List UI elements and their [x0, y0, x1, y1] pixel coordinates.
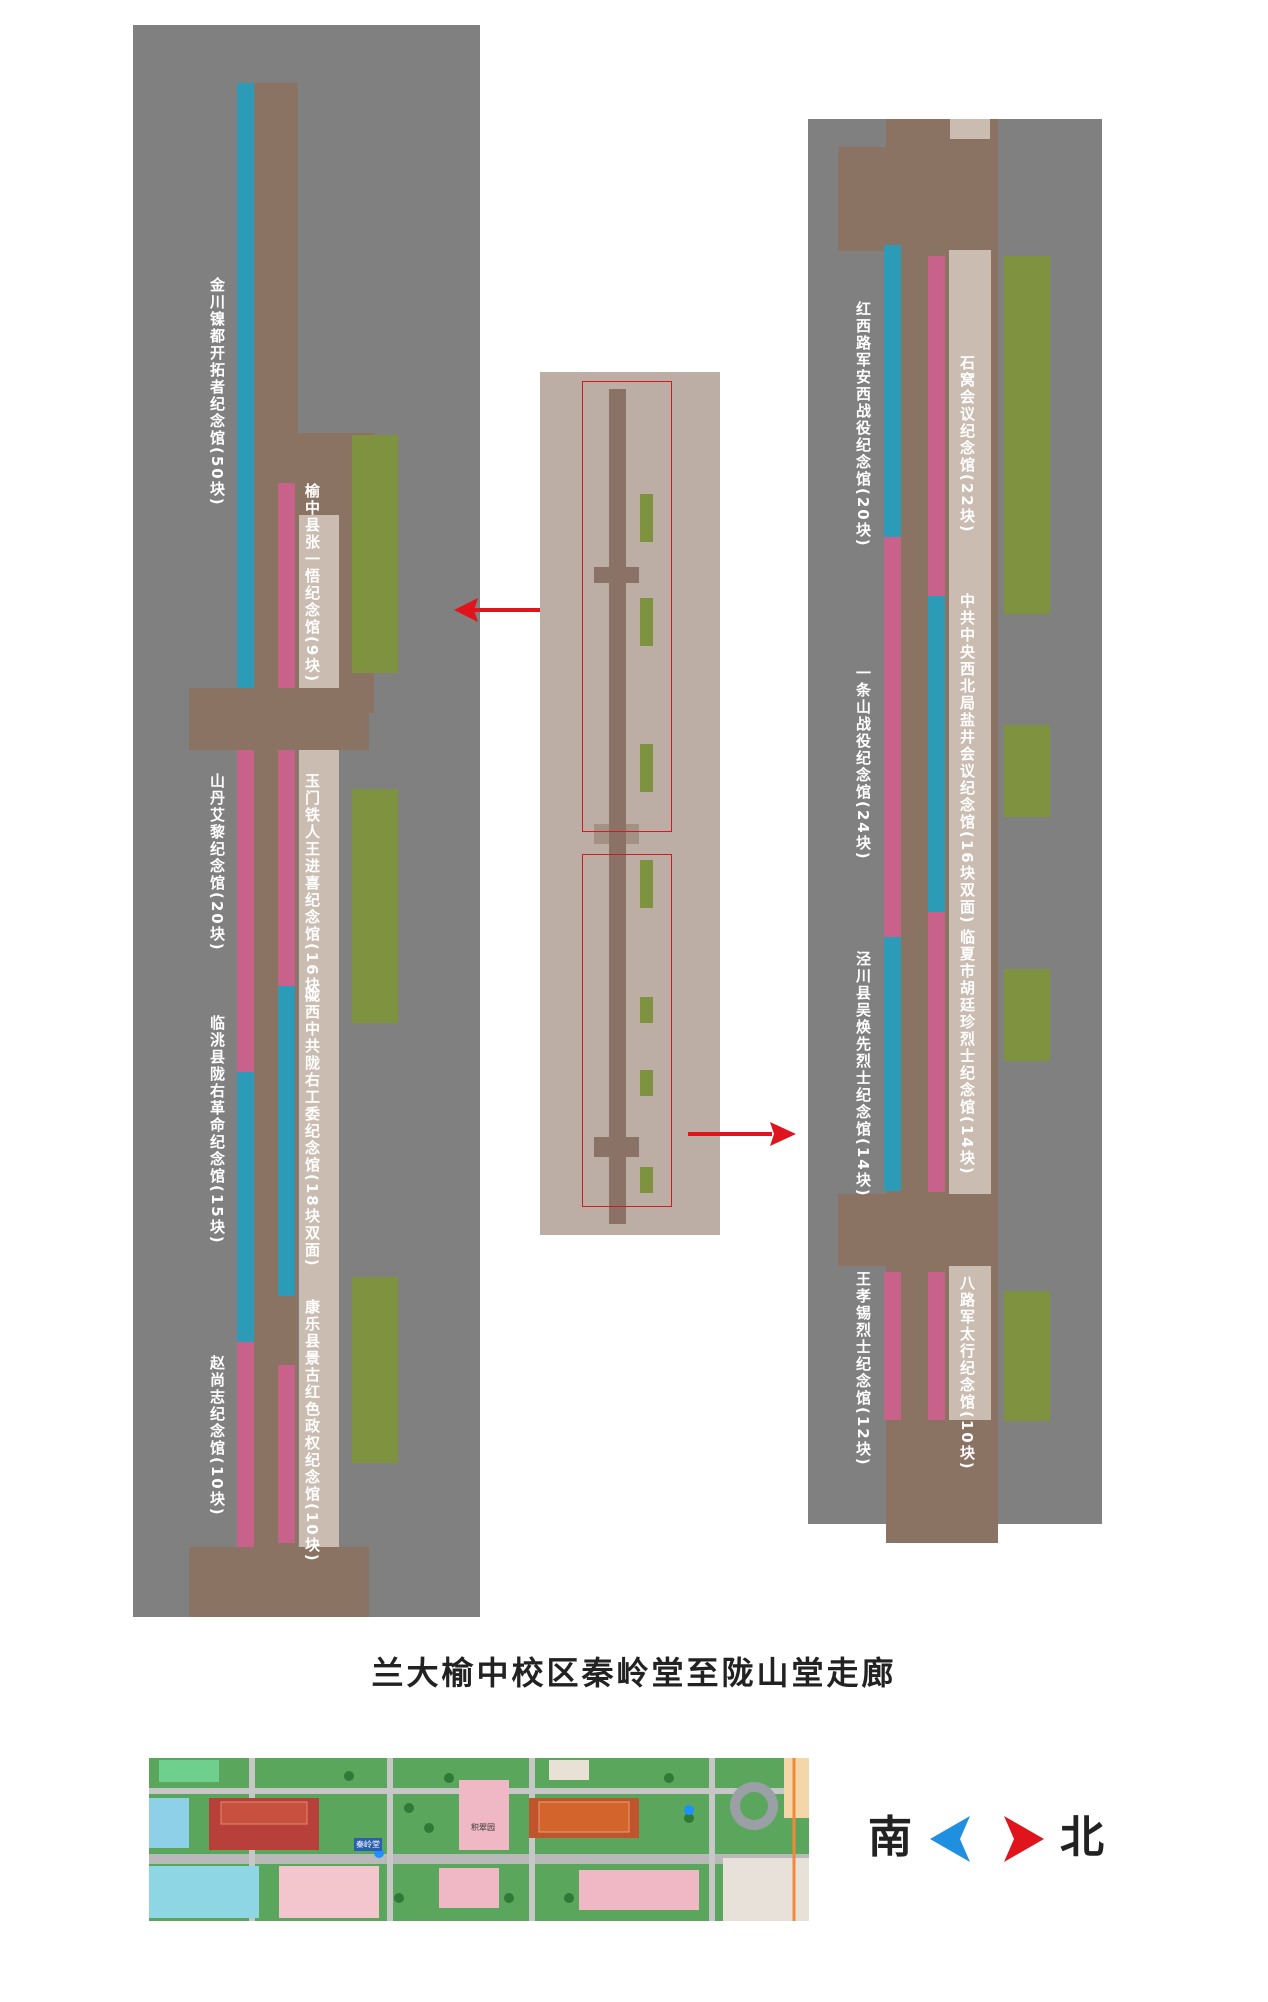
memorial-label: 赵尚志纪念馆(10块): [208, 1355, 226, 1517]
memorial-label: 榆中县张一悟纪念馆(9块): [303, 483, 321, 684]
map-label: 秦岭堂: [354, 1838, 382, 1851]
overview-grass: [640, 1070, 653, 1096]
display-strip-blue: [884, 937, 901, 1191]
memorial-label: 金川镍都开拓者纪念馆(50块): [208, 277, 226, 507]
display-strip-pink: [237, 1342, 254, 1574]
display-strip-pink: [928, 256, 945, 596]
grass-patch: [1004, 969, 1050, 1061]
arrow-left-icon: [454, 598, 552, 622]
memorial-label: 玉门铁人王进喜纪念馆(16块): [303, 773, 321, 1003]
display-strip-blue: [237, 83, 254, 713]
overview-grass: [640, 860, 653, 908]
display-strip-blue: [278, 986, 295, 1296]
memorial-label: 红西路军安西战役纪念馆(20块): [854, 301, 872, 548]
campus-map: 积翠园 秦岭堂: [149, 1758, 809, 1921]
memorial-label: 康乐县景古红色政权纪念馆(10块): [303, 1299, 321, 1563]
display-strip-blue: [237, 1072, 254, 1342]
grass-patch: [352, 789, 398, 1023]
compass-direction-icon: [930, 1816, 1044, 1862]
stone-strip: [950, 119, 990, 139]
compass-north-label: 北: [1060, 1812, 1104, 1863]
overview-grass: [640, 598, 653, 646]
page-title: 兰大榆中校区秦岭堂至陇山堂走廊: [371, 1654, 897, 1692]
overview-cross: [594, 824, 639, 844]
display-strip-pink: [278, 750, 295, 986]
right-corridor-panel: 红西路军安西战役纪念馆(20块) 石窝会议纪念馆(22块) 一条山战役纪念馆(2…: [808, 119, 1102, 1543]
left-corridor-panel: 金川镍都开拓者纪念馆(50块) 榆中县张一悟纪念馆(9块) 山丹艾黎纪念馆(20…: [133, 25, 480, 1617]
display-strip-pink: [928, 912, 945, 1192]
corridor-overview: [540, 372, 720, 1235]
grass-patch: [1004, 256, 1050, 614]
memorial-label: 八路军太行纪念馆(10块): [958, 1275, 976, 1471]
memorial-label: 石窝会议纪念馆(22块): [958, 355, 976, 534]
overview-grass: [640, 744, 653, 792]
stone-strip: [299, 1296, 339, 1573]
memorial-label: 临夏市胡廷珍烈士纪念馆(14块): [958, 929, 976, 1176]
cross-walkway: [838, 1194, 998, 1266]
display-strip-pink: [884, 537, 901, 937]
display-strip-pink: [237, 750, 254, 1072]
display-strip-blue: [884, 245, 901, 537]
grass-patch: [1004, 725, 1050, 817]
overview-cross: [594, 567, 639, 583]
bottom-walkway-tail: [886, 1420, 998, 1460]
display-strip-blue: [928, 596, 945, 912]
display-strip-pink: [884, 1272, 901, 1420]
stone-strip: [949, 1266, 991, 1420]
stone-strip: [299, 750, 339, 986]
cross-walkway: [189, 688, 369, 750]
overview-grass: [640, 494, 653, 542]
display-strip-pink: [278, 483, 295, 688]
overview-grass: [640, 1167, 653, 1193]
compass-south-label: 南: [868, 1812, 912, 1863]
highlight-box-upper: [582, 381, 672, 832]
stone-strip: [949, 250, 991, 1194]
overview-cross: [594, 1137, 639, 1157]
map-label: 积翠园: [471, 1823, 495, 1832]
top-walkway: [838, 147, 998, 251]
overview-walkway: [609, 389, 626, 1224]
memorial-label: 临洮县陇右革命纪念馆(15块): [208, 1015, 226, 1245]
grass-patch: [352, 435, 398, 673]
overview-grass: [640, 997, 653, 1023]
stone-strip: [299, 986, 339, 1296]
highlight-box-lower: [582, 854, 672, 1207]
memorial-label: 陇西中共陇右工委纪念馆(18块双面): [303, 987, 321, 1268]
arrow-right-icon: [688, 1122, 796, 1146]
memorial-label: 中共中央西北局盐井会议纪念馆(16块双面): [958, 593, 976, 925]
grass-patch: [1004, 1291, 1050, 1421]
memorial-label: 王孝锡烈士纪念馆(12块): [854, 1271, 872, 1467]
bottom-walkway: [189, 1547, 369, 1617]
grass-patch: [352, 1277, 398, 1463]
display-strip-pink: [928, 1272, 945, 1420]
stone-strip: [299, 515, 339, 688]
memorial-label: 泾川县吴焕先烈士纪念馆(14块): [854, 951, 872, 1198]
campus-map-graphic: [149, 1758, 809, 1921]
memorial-label: 一条山战役纪念馆(24块): [854, 665, 872, 861]
display-strip-pink: [278, 1365, 295, 1543]
memorial-label: 山丹艾黎纪念馆(20块): [208, 773, 226, 952]
